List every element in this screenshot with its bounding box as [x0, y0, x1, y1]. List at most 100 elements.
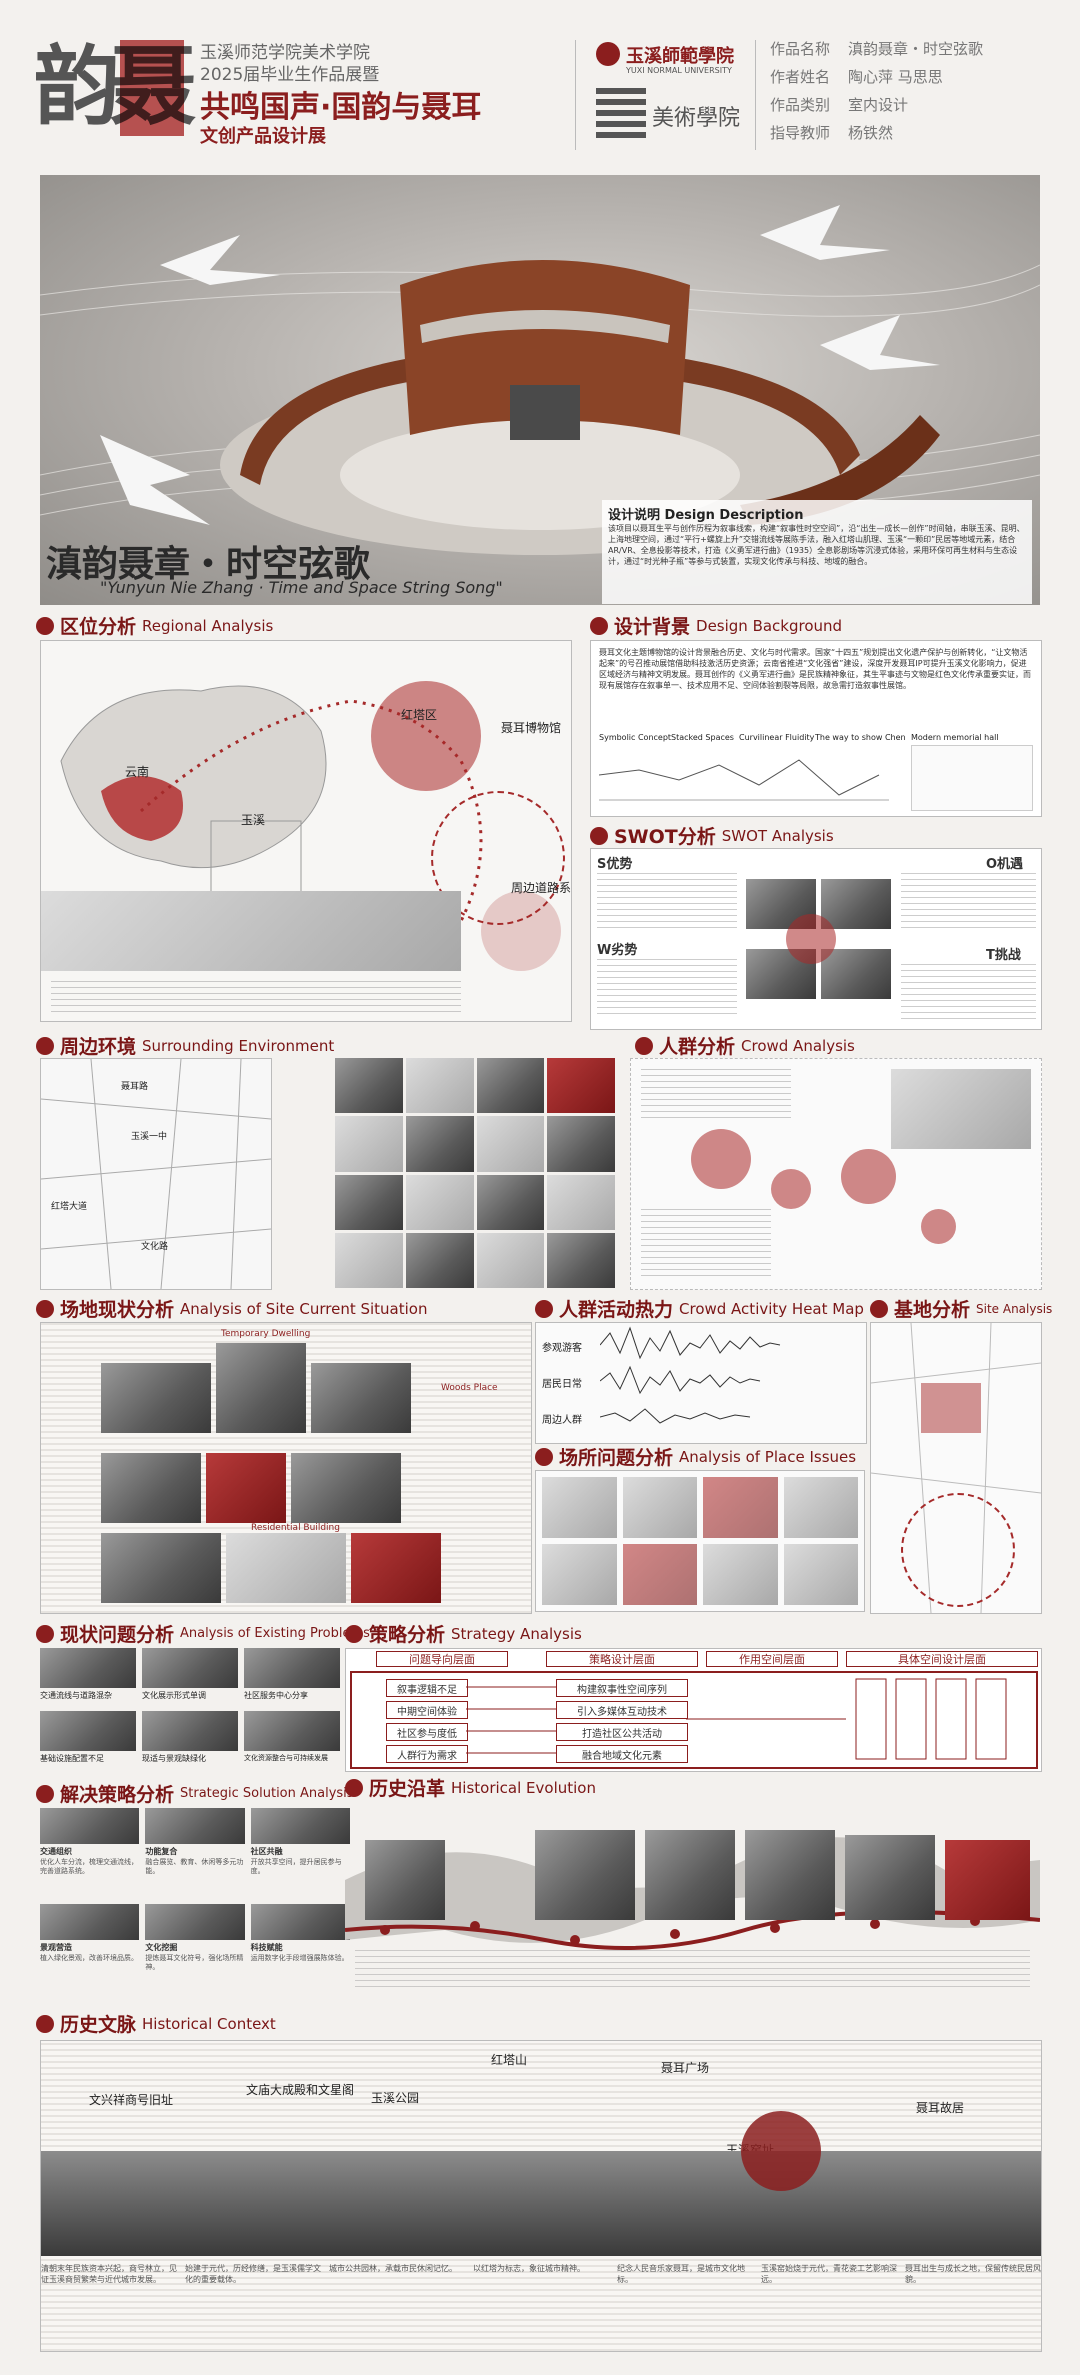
surrounding-photo [547, 1232, 615, 1288]
section-title-zh: 人群活动热力 [559, 1299, 674, 1321]
surrounding-photo [405, 1116, 474, 1172]
regional-map: 红塔区 聂耳博物馆 云南 玉溪 周边道路系统 [40, 640, 572, 1022]
section-title-zh: 历史文脉 [60, 2014, 137, 2036]
strategy-header: 作用空间层面 [706, 1651, 838, 1667]
history-photo [745, 1830, 835, 1920]
section-title-en: Strategy Analysis [451, 1624, 582, 1643]
surrounding-photo [335, 1174, 403, 1230]
solution-title: 景观营造 [40, 1942, 72, 1952]
zoom-circle [481, 891, 561, 971]
section-title-en: Crowd Analysis [741, 1036, 855, 1055]
exhibition-name: 2025届毕业生作品展暨 [200, 65, 380, 85]
history-timeline [345, 1800, 1040, 1995]
zoom-circle [371, 681, 481, 791]
info-label: 作者姓名 [770, 68, 831, 86]
art-school-logo-icon [596, 88, 646, 138]
issue-diagram [622, 1544, 697, 1605]
section-title-en: Analysis of Existing Problems [180, 1626, 370, 1641]
strategy-connectors [466, 1678, 1007, 1760]
subtitle: 文创产品设计展 [200, 126, 326, 147]
solution-title: 交通组织 [40, 1847, 72, 1856]
section-dot-icon [590, 826, 608, 845]
site-photo [101, 1533, 221, 1603]
section-title-zh: 基地分析 [894, 1299, 971, 1321]
section-title-en: Historical Evolution [451, 1778, 596, 1797]
history-photo [365, 1840, 445, 1920]
solution-text: 优化人车分流，梳理交通流线，完善道路系统。 [40, 1858, 138, 1875]
concept-diagram [599, 759, 889, 801]
info-label: 作品类别 [770, 96, 831, 114]
heat-row-label: 参观游客 [542, 1343, 582, 1354]
solution-title: 社区共融 [250, 1847, 283, 1856]
section-title-zh: 人群分析 [659, 1036, 736, 1058]
logo-red-block [120, 40, 184, 136]
crowd-panel [630, 1058, 1042, 1290]
strategy-mid-item: 构建叙事性空间序列 [556, 1679, 688, 1697]
context-caption: 聂耳出生与成长之地，保留传统民居风貌。 [905, 2264, 1041, 2284]
strategy-left-item: 人群行为需求 [386, 1745, 468, 1763]
background-panel: 聂耳文化主题博物馆的设计背景融合历史、文化与时代需求。国家“十四五”规划提出文化… [590, 640, 1042, 817]
history-text [355, 1950, 1030, 1990]
swot-t-label: T挑战 [986, 948, 1021, 963]
surrounding-photo [476, 1232, 545, 1288]
solution-text: 提炼聂耳文化符号，强化场所精神。 [145, 1953, 244, 1971]
strategy-panel: 问题导向层面 策略设计层面 作用空间层面 具体空间设计层面 叙事逻辑不足 中期空… [345, 1648, 1042, 1772]
heat-row-label: 居民日常 [542, 1379, 582, 1390]
section-title-en: SWOT Analysis [721, 826, 834, 845]
context-place: 文兴祥商号旧址 [89, 2093, 174, 2107]
surrounding-map: 聂耳路 玉溪一中 红塔大道 文化路 [40, 1058, 272, 1290]
base-site [921, 1383, 981, 1433]
section-background: 设计背景 Design Background [590, 612, 842, 639]
section-title-en: Analysis of Site Current Situation [180, 1299, 428, 1318]
section-context: 历史文脉 Historical Context [36, 2010, 276, 2037]
info-label: 作品名称 [770, 40, 831, 58]
strategy-header: 策略设计层面 [546, 1651, 698, 1667]
crowd-text [641, 1069, 791, 1119]
crowd-photo-grid [891, 1069, 1031, 1149]
info-row: 作品名称滇韵聂章・时空弦歌 [770, 38, 1070, 66]
existing-caption: 文化展示形式单调 [142, 1691, 206, 1700]
walking-figure [270, 1080, 330, 1280]
solution-item: 社区共融开放共享空间，提升居民参与度。 [250, 1808, 350, 1898]
context-sun [741, 2111, 821, 2191]
heat-panel: 参观游客 居民日常 周边人群 [535, 1322, 867, 1444]
info-value: 陶心萍 马思思 [848, 68, 943, 86]
glass-entry [510, 385, 580, 440]
crowd-text [641, 1209, 771, 1279]
site-photo [206, 1453, 286, 1523]
issue-diagram [783, 1477, 858, 1538]
swot-s-label: S优势 [597, 857, 633, 872]
hero-title-en: "Yunyun Nie Zhang · Time and Space Strin… [100, 578, 503, 597]
china-map [60, 685, 327, 869]
solution-item: 科技赋能运用数字化手段增强展陈体验。 [250, 1903, 350, 1994]
site-photo [101, 1453, 201, 1523]
existing-item: 基础设施配置不足 [40, 1711, 136, 1768]
section-dot-icon [36, 1036, 54, 1055]
existing-caption: 社区服务中心分享 [244, 1691, 308, 1700]
issue-diagram [542, 1544, 617, 1605]
surrounding-photo [405, 1058, 474, 1114]
road-label: 聂耳路 [121, 1082, 149, 1092]
university-name: 玉溪師範學院 [626, 46, 734, 67]
info-row: 作者姓名陶心萍 马思思 [770, 66, 1070, 94]
concept-label: Curvilinear Fluidity [739, 733, 815, 742]
context-captions: 清朝末年民族资本兴起，商号林立，见证玉溪商贸繁荣与近代城市发展。 始建于元代，历… [41, 2263, 1041, 2347]
context-caption: 始建于元代，历经修缮，是玉溪儒学文化的重要载体。 [185, 2264, 321, 2284]
context-caption: 玉溪窑始烧于元代，青花瓷工艺影响深远。 [761, 2264, 897, 2284]
site-photo [311, 1363, 411, 1433]
solution-title: 功能复合 [145, 1847, 178, 1856]
surrounding-photo [335, 1058, 403, 1114]
strategy-left-item: 叙事逻辑不足 [386, 1679, 468, 1697]
road-label: 玉溪一中 [131, 1132, 168, 1142]
solution-text: 融合展览、教育、休闲等多元功能。 [145, 1858, 244, 1875]
section-title-en: Analysis of Place Issues [679, 1447, 857, 1466]
section-dot-icon [635, 1036, 653, 1055]
section-site: 场地现状分析 Analysis of Site Current Situatio… [36, 1295, 428, 1322]
issue-diagram [622, 1477, 697, 1538]
context-caption: 纪念人民音乐家聂耳，是城市文化地标。 [617, 2264, 745, 2284]
section-title-zh: 区位分析 [60, 616, 137, 638]
region-label: 红塔区 [401, 708, 438, 722]
existing-caption: 交通流线与道路混杂 [40, 1691, 112, 1700]
section-title-en: Regional Analysis [142, 616, 274, 635]
strategy-left-item: 中期空间体验 [386, 1701, 468, 1719]
